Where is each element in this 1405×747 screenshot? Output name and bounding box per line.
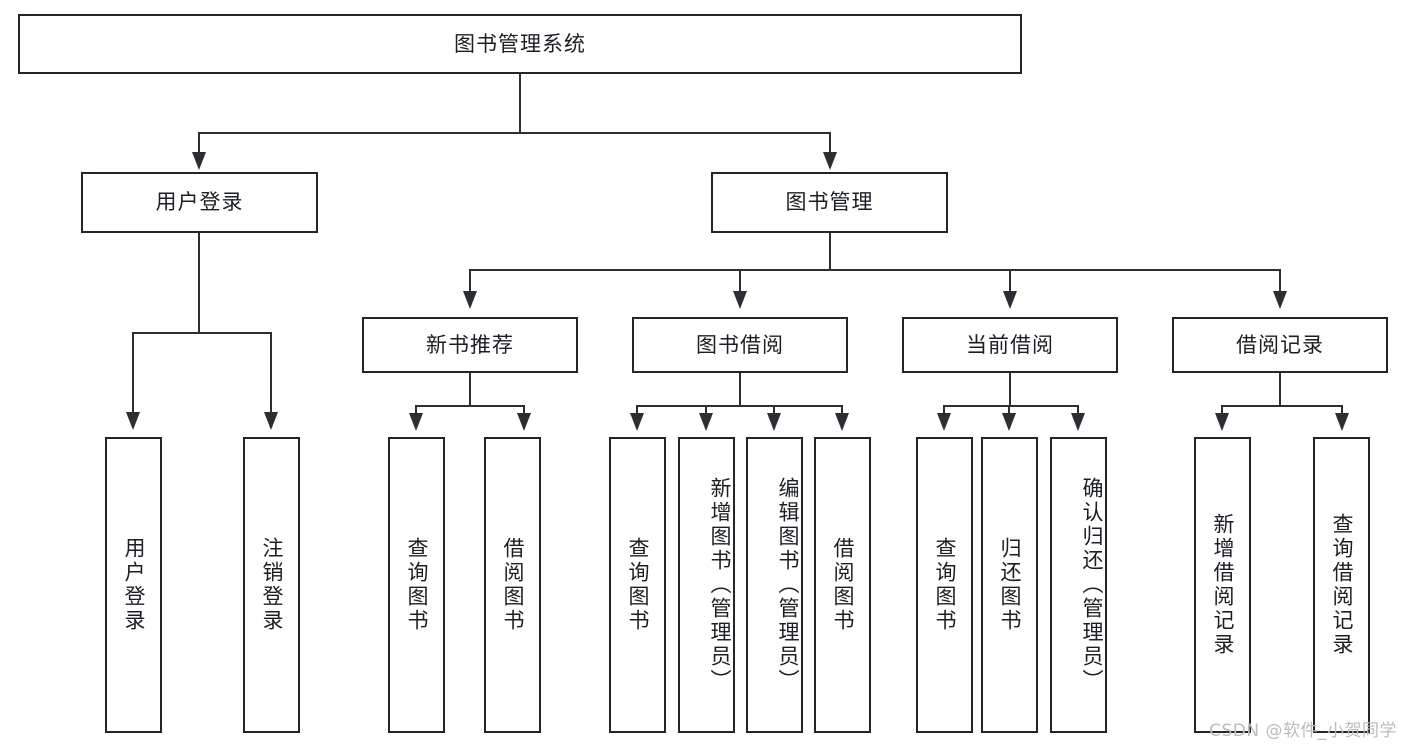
arrow-to-leaf-return-book-icon — [1002, 413, 1016, 431]
node-new-book-recommend[interactable]: 新书推荐 — [362, 317, 578, 373]
edge-current-borrow-to-leaf-2 — [1008, 405, 1010, 417]
edge-borrow-record-bus — [1221, 405, 1342, 407]
edge-book-manage-to-book-borrow — [739, 269, 741, 295]
arrow-to-leaf-edit-book-admin-icon — [767, 413, 781, 431]
leaf-edit-book-admin[interactable]: 编辑图书（管理员） — [746, 437, 803, 733]
edge-new-book-to-leaf-1 — [415, 405, 417, 417]
csdn-watermark: CSDN @软件_小贺同学 — [1209, 721, 1397, 741]
edge-current-borrow-to-leaf-3 — [1077, 405, 1079, 417]
arrow-to-leaf-add-borrow-record-icon — [1215, 413, 1229, 431]
arrow-to-leaf-add-book-admin-icon — [699, 413, 713, 431]
edge-current-borrow-stem — [1009, 373, 1011, 406]
edge-user-login-to-leaf-1 — [132, 332, 134, 416]
edge-current-borrow-bus — [943, 405, 1078, 407]
node-user-login[interactable]: 用户登录 — [81, 172, 318, 233]
edge-root-to-book-manage — [829, 132, 831, 156]
node-label: 图书借阅 — [696, 332, 784, 357]
edge-user-login-stem — [198, 233, 200, 333]
arrow-to-borrow-record-icon — [1273, 291, 1287, 309]
edge-book-manage-to-new-book — [469, 269, 471, 295]
node-book-borrow[interactable]: 图书借阅 — [632, 317, 848, 373]
arrow-to-leaf-confirm-return-admin-icon — [1071, 413, 1085, 431]
node-label: 查询图书 — [932, 537, 957, 633]
node-label: 新增借阅记录 — [1210, 513, 1235, 657]
arrow-to-leaf-borrow-book-1-icon — [517, 413, 531, 431]
edge-book-borrow-to-leaf-4 — [841, 405, 843, 417]
node-label: 图书管理系统 — [454, 31, 586, 56]
edge-book-manage-to-borrow-record — [1279, 269, 1281, 295]
arrow-to-leaf-logout-login-icon — [264, 412, 278, 430]
edge-borrow-record-to-leaf-2 — [1341, 405, 1343, 417]
node-label: 借阅图书 — [830, 537, 855, 633]
node-borrow-record[interactable]: 借阅记录 — [1172, 317, 1388, 373]
edge-current-borrow-to-leaf-1 — [943, 405, 945, 417]
node-label: 用户登录 — [155, 190, 244, 215]
node-label: 查询图书 — [404, 537, 429, 633]
leaf-logout-login[interactable]: 注销登录 — [243, 437, 300, 733]
node-label: 确认归还（管理员） — [1080, 477, 1104, 693]
node-book-management[interactable]: 图书管理 — [711, 172, 948, 233]
node-label: 新增图书（管理员） — [708, 477, 732, 693]
node-label: 借阅图书 — [500, 537, 525, 633]
node-label: 归还图书 — [997, 537, 1022, 633]
edge-book-borrow-to-leaf-2 — [705, 405, 707, 417]
edge-borrow-record-to-leaf-1 — [1221, 405, 1223, 417]
leaf-query-book-2[interactable]: 查询图书 — [609, 437, 666, 733]
edge-user-login-bus — [132, 332, 272, 334]
edge-user-login-to-leaf-2 — [270, 332, 272, 416]
node-root-book-management-system[interactable]: 图书管理系统 — [18, 14, 1022, 74]
node-label: 当前借阅 — [966, 332, 1054, 357]
arrow-to-leaf-borrow-book-2-icon — [835, 413, 849, 431]
node-label: 图书管理 — [785, 190, 874, 215]
arrow-to-new-book-recommend-icon — [463, 291, 477, 309]
leaf-confirm-return-admin[interactable]: 确认归还（管理员） — [1050, 437, 1107, 733]
node-label: 注销登录 — [259, 537, 284, 633]
arrow-to-leaf-query-book-1-icon — [409, 413, 423, 431]
edge-root-stem — [519, 74, 521, 133]
leaf-borrow-book-1[interactable]: 借阅图书 — [484, 437, 541, 733]
leaf-add-book-admin[interactable]: 新增图书（管理员） — [678, 437, 735, 733]
leaf-borrow-book-2[interactable]: 借阅图书 — [814, 437, 871, 733]
arrow-to-user-login-icon — [192, 152, 206, 170]
edge-book-manage-stem — [829, 233, 831, 270]
edge-book-borrow-stem — [739, 373, 741, 406]
arrow-to-leaf-query-book-2-icon — [630, 413, 644, 431]
edge-new-book-stem — [469, 373, 471, 406]
arrow-to-leaf-user-login-icon — [126, 412, 140, 430]
arrow-to-leaf-query-borrow-record-icon — [1335, 413, 1349, 431]
leaf-add-borrow-record[interactable]: 新增借阅记录 — [1194, 437, 1251, 733]
edge-book-borrow-to-leaf-3 — [773, 405, 775, 417]
arrow-to-current-borrow-icon — [1003, 291, 1017, 309]
edge-borrow-record-stem — [1279, 373, 1281, 406]
edge-new-book-to-leaf-2 — [523, 405, 525, 417]
arrow-to-leaf-query-book-3-icon — [937, 413, 951, 431]
node-label: 查询图书 — [625, 537, 650, 633]
arrow-to-book-borrow-icon — [733, 291, 747, 309]
leaf-query-book-3[interactable]: 查询图书 — [916, 437, 973, 733]
edge-root-bus — [198, 132, 831, 134]
leaf-query-book-1[interactable]: 查询图书 — [388, 437, 445, 733]
leaf-user-login[interactable]: 用户登录 — [105, 437, 162, 733]
edge-root-to-user-login — [198, 132, 200, 156]
edge-new-book-bus — [415, 405, 525, 407]
node-label: 新书推荐 — [426, 332, 514, 357]
leaf-query-borrow-record[interactable]: 查询借阅记录 — [1313, 437, 1370, 733]
leaf-return-book[interactable]: 归还图书 — [981, 437, 1038, 733]
edge-book-manage-to-current-borrow — [1009, 269, 1011, 295]
edge-book-borrow-bus — [636, 405, 842, 407]
node-current-borrow[interactable]: 当前借阅 — [902, 317, 1118, 373]
edge-book-manage-bus — [469, 269, 1281, 271]
node-label: 编辑图书（管理员） — [776, 477, 800, 693]
node-label: 借阅记录 — [1236, 332, 1324, 357]
arrow-to-book-manage-icon — [823, 152, 837, 170]
node-label: 查询借阅记录 — [1329, 513, 1354, 657]
edge-book-borrow-to-leaf-1 — [636, 405, 638, 417]
node-label: 用户登录 — [121, 537, 146, 633]
